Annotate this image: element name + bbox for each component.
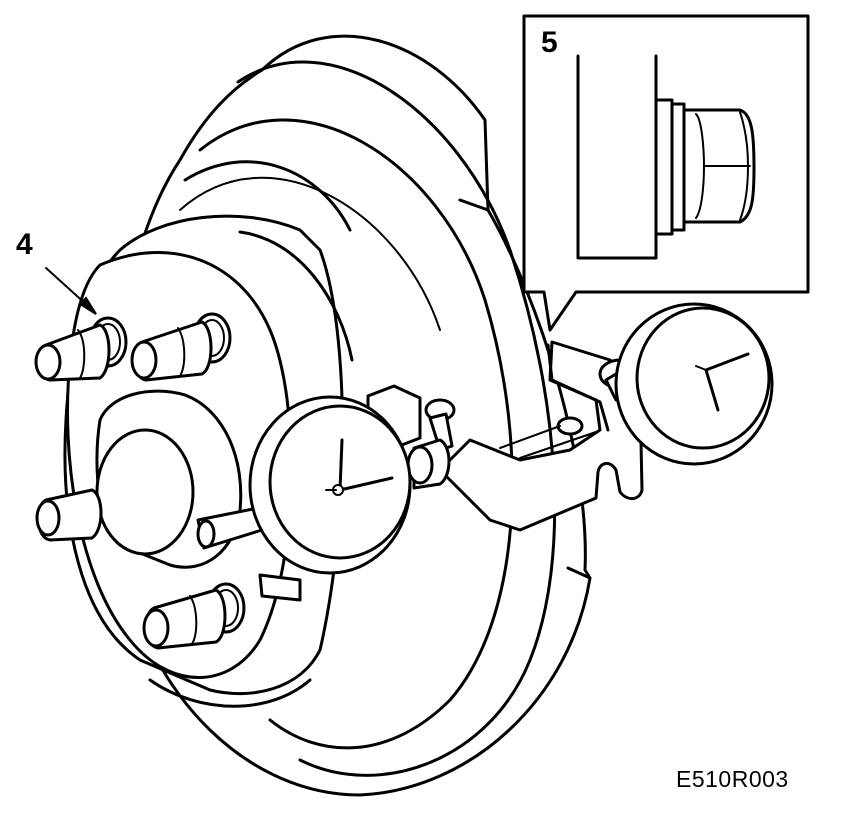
callout-4-leader <box>45 267 97 315</box>
wheel-stud <box>35 488 103 542</box>
callout-number-5: 5 <box>541 26 558 59</box>
wheel-stud <box>34 316 128 382</box>
wheel-studs <box>34 312 246 650</box>
detail-box-5 <box>522 14 810 332</box>
wheel-stud <box>130 312 232 382</box>
dial-gauge-front <box>248 395 451 602</box>
gauge-bracket <box>196 340 644 550</box>
callout-number-4: 4 <box>16 228 33 261</box>
figure-code: E510R003 <box>676 766 789 792</box>
dial-gauge-rear <box>598 302 774 466</box>
wheel-stud <box>142 582 246 650</box>
